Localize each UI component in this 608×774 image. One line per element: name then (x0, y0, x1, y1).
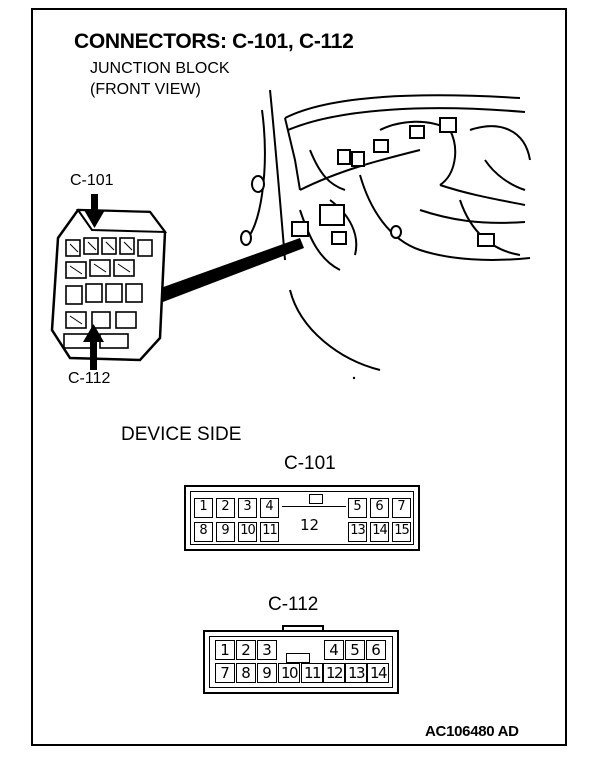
block-hatching (69, 241, 133, 325)
c101-pin: 2 (216, 498, 235, 518)
c101-pin: 5 (348, 498, 367, 518)
c112-pin: 13 (345, 663, 367, 683)
c101-pin: 8 (194, 522, 213, 542)
subtitle-line-1: JUNCTION BLOCK (90, 60, 230, 77)
c112-pin: 10 (278, 663, 300, 683)
c101-pin: 15 (392, 522, 411, 542)
c101-pin: 7 (392, 498, 411, 518)
c112-pin: 12 (323, 663, 345, 683)
callout-arrows (83, 194, 105, 370)
c112-key (286, 653, 310, 663)
c112-pin: 6 (366, 640, 386, 660)
c112-pin: 14 (367, 663, 389, 683)
c101-center-cavity (282, 506, 346, 542)
c101-pin: 1 (194, 498, 213, 518)
c101-lock-tab (309, 494, 323, 504)
c101-pin: 14 (370, 522, 389, 542)
diagram-subtitle: JUNCTION BLOCK (FRONT VIEW) (90, 58, 230, 100)
c112-callout-label: C-112 (68, 370, 111, 387)
c101-callout-label: C-101 (70, 172, 114, 189)
c101-arrow-head (84, 210, 105, 228)
junction-block (50, 208, 168, 362)
c101-pin: 6 (370, 498, 389, 518)
c112-label: C-112 (268, 594, 319, 615)
speck (352, 376, 356, 380)
figure-code: AC106480 AD (425, 723, 519, 740)
c112-pin: 7 (215, 663, 235, 683)
c101-pin: 10 (238, 522, 257, 542)
diagram-title: CONNECTORS: C-101, C-112 (74, 30, 354, 53)
c112-pin: 1 (215, 640, 235, 660)
c112-pin: 8 (236, 663, 256, 683)
c101-pin: 4 (260, 498, 279, 518)
dashboard-drawing (244, 89, 531, 371)
c101-pin: 3 (238, 498, 257, 518)
dashboard-connectors (240, 117, 495, 247)
c112-arrow-head (83, 324, 104, 342)
c101-arrow-shaft (91, 194, 98, 212)
c112-pin: 11 (301, 663, 323, 683)
c112-pin: 5 (345, 640, 365, 660)
c112-pin: 4 (324, 640, 344, 660)
c101-pin: 9 (216, 522, 235, 542)
c112-pin: 9 (257, 663, 277, 683)
c112-pin: 2 (236, 640, 256, 660)
c101-pin: 11 (260, 522, 279, 542)
section-title: DEVICE SIDE (121, 424, 242, 445)
subtitle-line-2: (FRONT VIEW) (90, 81, 201, 98)
c112-pin: 3 (257, 640, 277, 660)
diagram-frame (31, 8, 567, 746)
c101-pin: 13 (348, 522, 367, 542)
c112-arrow-shaft (90, 340, 97, 370)
c101-center-pin: 12 (300, 516, 320, 534)
c101-label: C-101 (284, 453, 336, 474)
pointer-beam (155, 238, 304, 305)
